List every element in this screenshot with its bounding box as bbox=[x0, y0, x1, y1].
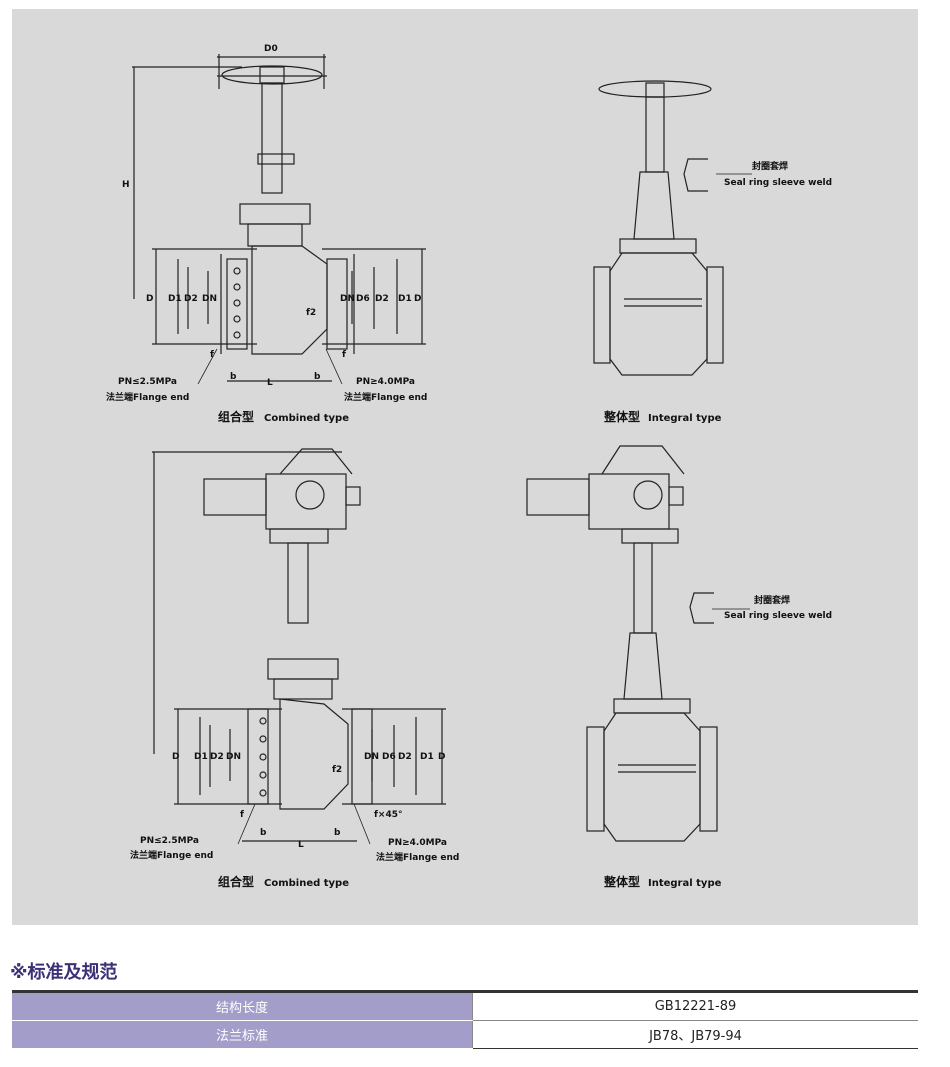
dim-d-right: D bbox=[414, 294, 421, 304]
spec-value: GB12221-89 bbox=[472, 990, 918, 1021]
dim-d-lower: D bbox=[172, 752, 179, 762]
caption-integral-top-cn: 整体型 bbox=[603, 409, 640, 424]
pn-high-note-lower: PN≥4.0MPa bbox=[388, 838, 447, 848]
dim-d0: D0 bbox=[264, 44, 278, 54]
seal-note-cn: 封圈套焊 bbox=[752, 160, 788, 172]
spec-table: 结构长度 GB12221-89 法兰标准 JB78、JB79-94 bbox=[12, 990, 918, 1049]
dim-f-right: f bbox=[342, 350, 346, 360]
combined-valve-actuator bbox=[152, 448, 446, 842]
dim-l: L bbox=[267, 378, 273, 388]
dim-d6-lower: D6 bbox=[382, 752, 396, 762]
dim-dn-right: DN bbox=[340, 294, 355, 304]
dim-h: H bbox=[122, 180, 130, 190]
dim-d: D bbox=[146, 294, 153, 304]
caption-combined-top-en: Combined type bbox=[264, 413, 349, 424]
caption-integral-bottom-en: Integral type bbox=[648, 878, 722, 889]
dim-d-lower-right: D bbox=[438, 752, 445, 762]
dim-f2-lower: f2 bbox=[332, 765, 342, 775]
seal-note-cn-lower: 封圈套焊 bbox=[754, 594, 790, 606]
pn-low-note: PN≤2.5MPa bbox=[118, 377, 177, 387]
table-row: 法兰标准 JB78、JB79-94 bbox=[12, 1020, 918, 1049]
valve-drawing-panel: D0 H D D1 D2 DN DN D6 D2 D1 D f2 f f b L… bbox=[12, 9, 918, 925]
dim-d1-lower: D1 bbox=[194, 752, 208, 762]
flange-end-note-lower: 法兰端Flange end bbox=[130, 849, 213, 861]
spec-label: 结构长度 bbox=[12, 990, 473, 1021]
flange-end-note-right: 法兰端Flange end bbox=[344, 391, 427, 403]
dim-b-lower: b bbox=[260, 828, 267, 838]
dim-d2-right: D2 bbox=[375, 294, 389, 304]
flange-end-note: 法兰端Flange end bbox=[106, 391, 189, 403]
caption-combined-bottom-en: Combined type bbox=[264, 878, 349, 889]
dim-dn: DN bbox=[202, 294, 217, 304]
dim-fx45: f×45° bbox=[374, 810, 402, 820]
seal-note-en-lower: Seal ring sleeve weld bbox=[724, 611, 832, 621]
table-row: 结构长度 GB12221-89 bbox=[12, 990, 918, 1021]
dim-f-lower: f bbox=[240, 810, 244, 820]
combined-valve-top bbox=[132, 54, 426, 382]
seal-note-en: Seal ring sleeve weld bbox=[724, 178, 832, 188]
dim-d1-right: D1 bbox=[398, 294, 412, 304]
spec-label: 法兰标准 bbox=[12, 1020, 473, 1049]
pn-low-note-lower: PN≤2.5MPa bbox=[140, 836, 199, 846]
dim-d1: D1 bbox=[168, 294, 182, 304]
dim-d1-lower-right: D1 bbox=[420, 752, 434, 762]
dim-dn-lower: DN bbox=[226, 752, 241, 762]
dim-dn-lower-right: DN bbox=[364, 752, 379, 762]
caption-integral-bottom-cn: 整体型 bbox=[603, 874, 640, 889]
caption-integral-top-en: Integral type bbox=[648, 413, 722, 424]
dim-d2-lower-right: D2 bbox=[398, 752, 412, 762]
caption-combined-bottom-cn: 组合型 bbox=[218, 874, 254, 889]
integral-valve-actuator bbox=[526, 445, 718, 842]
dim-f2: f2 bbox=[306, 308, 316, 318]
dim-d2-lower: D2 bbox=[210, 752, 224, 762]
pn-high-note: PN≥4.0MPa bbox=[356, 377, 415, 387]
dim-d6: D6 bbox=[356, 294, 370, 304]
valve-drawing: D0 H D D1 D2 DN DN D6 D2 D1 D f2 f f b L… bbox=[106, 44, 832, 889]
dim-b: b bbox=[230, 372, 237, 382]
integral-valve-top bbox=[593, 80, 724, 376]
caption-combined-top-cn: 组合型 bbox=[218, 409, 254, 424]
dim-b-right: b bbox=[314, 372, 321, 382]
dim-l-lower: L bbox=[298, 840, 304, 850]
dim-b-lower-right: b bbox=[334, 828, 341, 838]
dim-f: f bbox=[210, 350, 214, 360]
flange-end-note-lower-right: 法兰端Flange end bbox=[376, 851, 459, 863]
spec-value: JB78、JB79-94 bbox=[472, 1020, 918, 1049]
section-title: ※标准及规范 bbox=[10, 962, 118, 983]
dim-d2: D2 bbox=[184, 294, 198, 304]
